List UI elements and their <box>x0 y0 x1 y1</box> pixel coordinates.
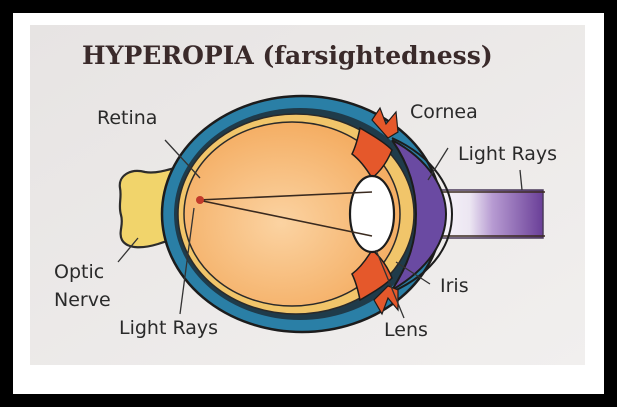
label-light-rays-right: Light Rays <box>458 143 557 165</box>
label-light-rays-bottom: Light Rays <box>119 317 218 339</box>
lens <box>350 176 394 252</box>
label-optic: Optic <box>54 261 104 283</box>
label-retina: Retina <box>97 107 157 129</box>
label-nerve: Nerve <box>54 289 111 311</box>
focal-point <box>196 196 204 204</box>
label-lens: Lens <box>384 319 428 341</box>
diagram-title: HYPEROPIA (farsightedness) <box>82 41 493 70</box>
label-iris: Iris <box>440 275 469 297</box>
label-cornea: Cornea <box>410 101 478 123</box>
